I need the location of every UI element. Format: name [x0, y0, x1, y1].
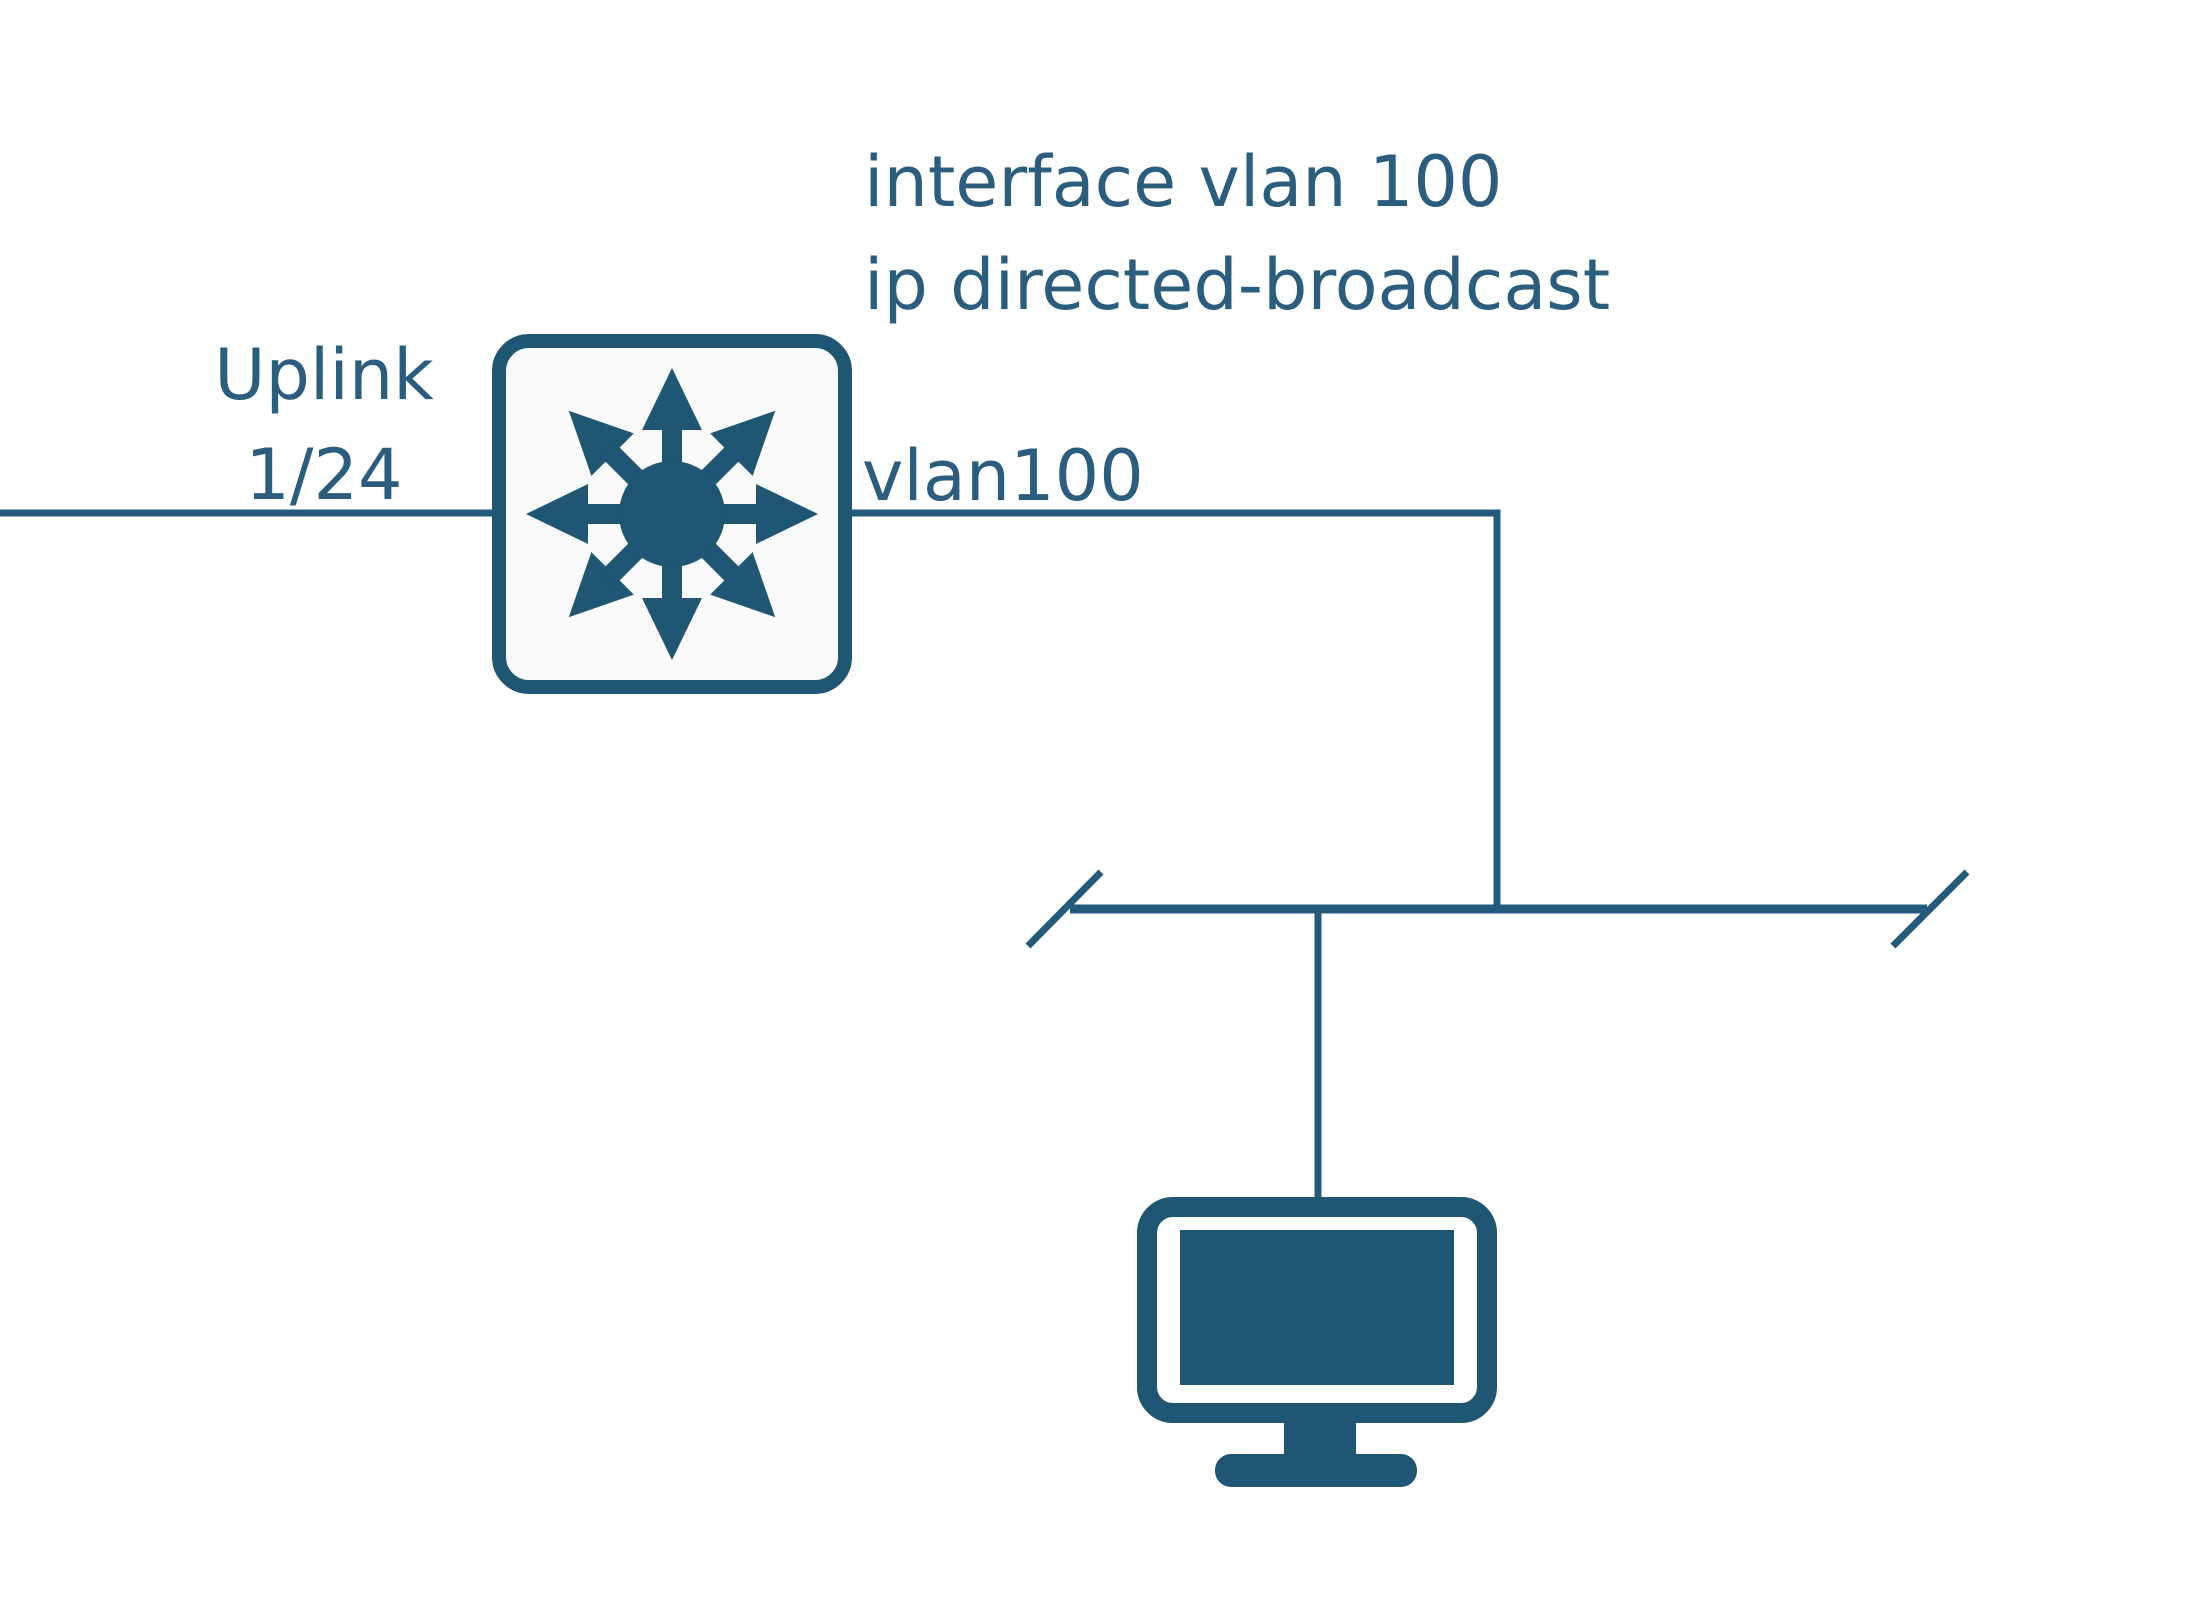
- config-annotation-line2: ip directed-broadcast: [864, 244, 1611, 326]
- monitor-screen: [1180, 1230, 1454, 1385]
- config-annotation-line1: interface vlan 100: [864, 141, 1503, 223]
- vlan-link-label: vlan100: [862, 435, 1144, 517]
- computer-monitor-icon: [1137, 1197, 1497, 1487]
- multilayer-switch-icon: [492, 334, 852, 694]
- monitor-stand: [1284, 1413, 1356, 1461]
- segment-end-slash-right: [1890, 869, 1970, 949]
- uplink-label-line2: 1/24: [245, 434, 403, 516]
- switch-arrows: [526, 368, 818, 660]
- segment-end-slash-left: [1025, 869, 1104, 949]
- switch-hub-circle: [619, 461, 725, 567]
- uplink-port-label: Uplink 1/24: [124, 325, 524, 525]
- monitor-base: [1215, 1454, 1417, 1487]
- vlan100-link-line: [848, 509, 1501, 909]
- uplink-label-line1: Uplink: [214, 334, 434, 416]
- config-annotation: interface vlan 100 ip directed-broadcast: [864, 131, 1610, 337]
